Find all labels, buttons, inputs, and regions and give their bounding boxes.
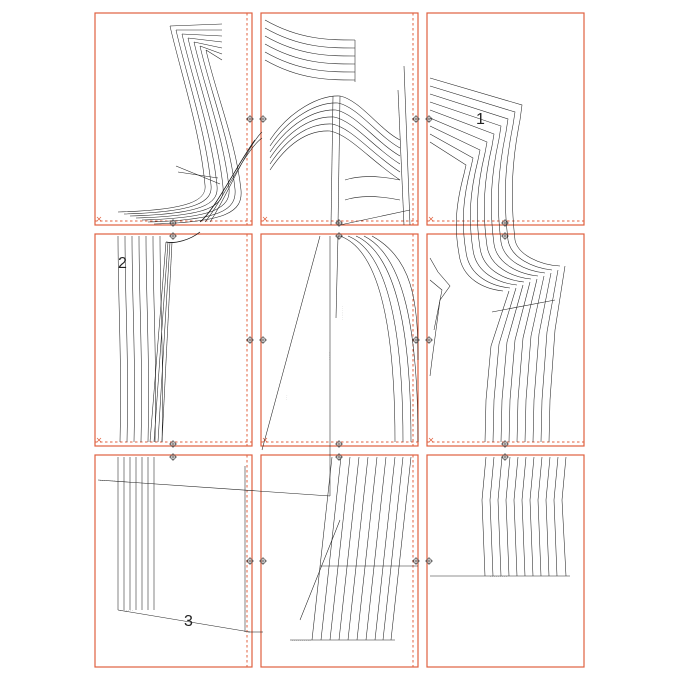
registration-mark [501, 440, 509, 448]
piece-3-number: 3 [184, 613, 193, 630]
registration-mark [246, 115, 254, 123]
registration-mark [425, 557, 433, 565]
tile-r3c3 [426, 454, 585, 668]
svg-text:· · · · ·: · · · · · [327, 352, 331, 360]
registration-mark [335, 453, 343, 461]
registration-mark [246, 336, 254, 344]
piece-1-side-seams [429, 257, 570, 577]
registration-mark [412, 336, 420, 344]
piece-2-armhole-curves [117, 23, 242, 225]
piece-3-panel-lines [97, 235, 339, 633]
registration-mark [501, 219, 509, 227]
tile-r3c1 [94, 454, 253, 668]
svg-text:· · · · · · ·: · · · · · · · [120, 609, 133, 613]
registration-mark [335, 232, 343, 240]
registration-mark [259, 115, 267, 123]
tile-r2c3 [426, 233, 585, 447]
registration-mark [412, 115, 420, 123]
pattern-piece-2: 2 [117, 23, 263, 443]
registration-mark [246, 557, 254, 565]
registration-mark [425, 336, 433, 344]
piece-1-size-lines [429, 77, 561, 292]
registration-mark [259, 557, 267, 565]
registration-mark [169, 440, 177, 448]
pattern-piece-3: 3 [97, 235, 419, 641]
registration-mark [259, 336, 267, 344]
size-tags: · · · · · · · · · · · · · · · · · · · · … [100, 479, 507, 643]
registration-mark [501, 453, 509, 461]
piece-2-number: 2 [118, 255, 127, 272]
piece-3-center-lines [290, 235, 419, 641]
piece-1-number: 1 [476, 111, 485, 128]
svg-text:· · · · · · · · · ·: · · · · · · · · · · [292, 639, 311, 643]
neckline-curves [264, 19, 411, 226]
registration-mark [335, 440, 343, 448]
pattern-piece-1: 1 [429, 77, 570, 577]
registration-mark [335, 219, 343, 227]
registration-mark [169, 232, 177, 240]
svg-text:· · · · · · · · ·: · · · · · · · · · [490, 575, 507, 579]
corner-marks [96, 216, 434, 443]
piece-2-side-lines [117, 131, 263, 443]
tile-r1c1 [94, 12, 253, 226]
svg-text:· · · · · · · ·: · · · · · · · · [340, 306, 344, 320]
registration-marks [169, 115, 509, 565]
registration-mark [412, 557, 420, 565]
registration-mark [169, 453, 177, 461]
grainline-annotations: · · · · · · · · · · · · · · · · [284, 306, 344, 400]
svg-text:· · ·: · · · [284, 395, 289, 400]
svg-text:· · · · · · · ·: · · · · · · · · [100, 479, 115, 483]
